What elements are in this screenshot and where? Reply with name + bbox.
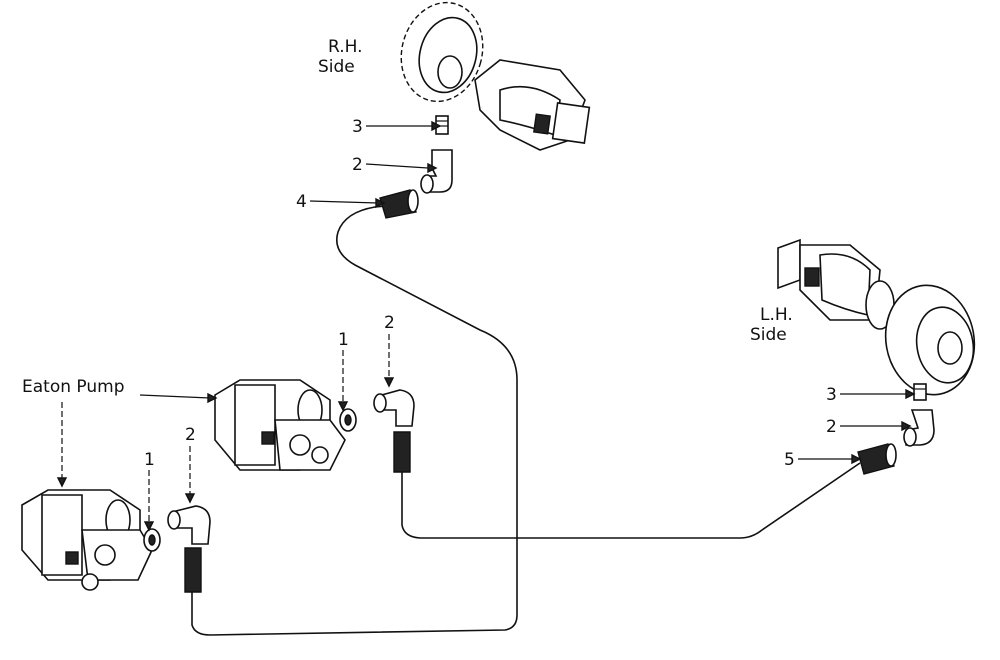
callout-lower-pump-2: 2 — [185, 425, 196, 445]
lower-pump-fitting-2-elbow — [167, 505, 211, 545]
lh-fitting-3-connector — [913, 383, 927, 401]
lh-fitting-5-hose-end — [857, 443, 897, 475]
hose-to-rh-motor — [191, 205, 518, 636]
callout-rh-4: 4 — [296, 192, 307, 212]
upper-pump-fitting-2-elbow — [373, 389, 415, 427]
upper-eaton-pump — [214, 379, 346, 471]
rh-side-label-line1: R.H. — [328, 37, 363, 57]
lh-side-label-line1: L.H. — [760, 305, 793, 325]
callout-lh-5: 5 — [784, 450, 795, 470]
lower-eaton-pump — [21, 489, 153, 591]
upper-pump-hose-end — [393, 431, 411, 473]
callout-lh-3: 3 — [826, 385, 837, 405]
rh-fitting-4-hose-end — [379, 189, 419, 219]
callout-lh-2: 2 — [826, 417, 837, 437]
rh-side-label-line2: Side — [318, 57, 355, 77]
lh-side-label-line2: Side — [750, 325, 787, 345]
lower-pump-fitting-1-adapter — [143, 528, 161, 552]
lower-pump-hose-end — [184, 547, 202, 593]
lh-fitting-2-elbow — [903, 409, 935, 447]
rh-motor-assembly — [400, 1, 591, 151]
eaton-pump-label: Eaton Pump — [22, 377, 124, 397]
lh-motor-assembly — [777, 238, 976, 396]
callout-upper-pump-2: 2 — [384, 313, 395, 333]
callout-rh-3: 3 — [352, 117, 363, 137]
upper-pump-fitting-1-adapter — [339, 408, 357, 432]
callout-rh-2: 2 — [352, 155, 363, 175]
callout-upper-pump-1: 1 — [338, 330, 349, 350]
hose-to-lh-motor — [401, 462, 861, 539]
rh-fitting-2-elbow — [420, 149, 453, 194]
callout-lower-pump-1: 1 — [144, 450, 155, 470]
